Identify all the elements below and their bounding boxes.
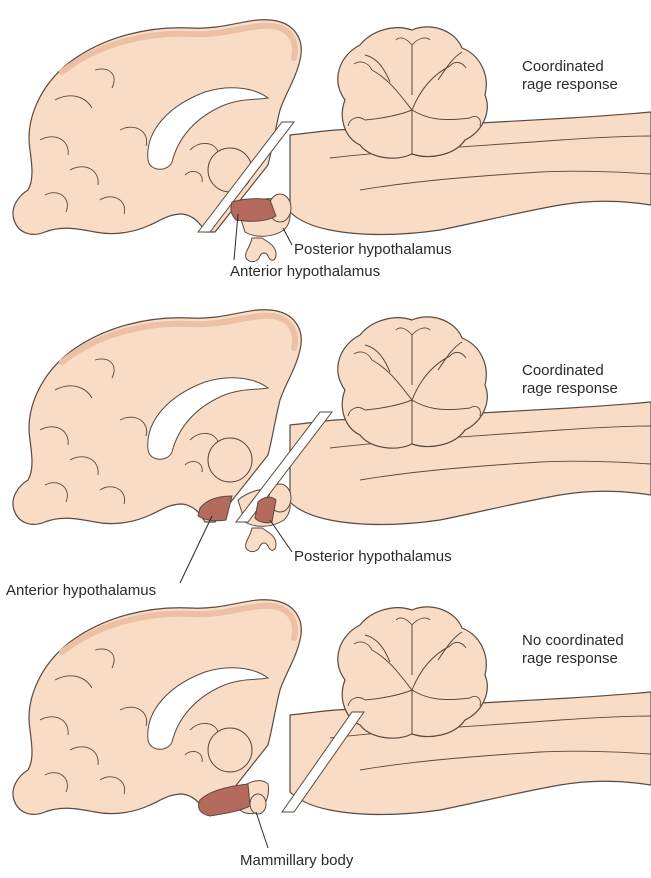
posterior-hypothalamus-label-1: Posterior hypothalamus xyxy=(294,241,452,258)
leader-anterior-1 xyxy=(234,214,238,260)
leader-anterior-2 xyxy=(180,516,212,583)
leader-posterior-1 xyxy=(283,228,292,245)
outcome-line-3a: No coordinated xyxy=(522,632,624,650)
anterior-hypothalamus-label-2: Anterior hypothalamus xyxy=(6,582,156,599)
outcome-line-1b: rage response xyxy=(522,76,618,94)
outcome-line-3b: rage response xyxy=(522,650,624,668)
mammillary-body-3 xyxy=(250,794,266,814)
anterior-hypothalamus-label-1: Anterior hypothalamus xyxy=(230,263,380,280)
outcome-line-2a: Coordinated xyxy=(522,362,618,380)
outcome-line-2b: rage response xyxy=(522,380,618,398)
leader-mammillary-3 xyxy=(256,812,268,848)
outcome-label-1: Coordinated rage response xyxy=(522,58,618,94)
outcome-label-2: Coordinated rage response xyxy=(522,362,618,398)
mammillary-body-label-3: Mammillary body xyxy=(240,852,354,869)
hindbrain-2 xyxy=(290,317,651,525)
panel-2: Posterior hypothalamus Anterior hypothal… xyxy=(6,310,651,599)
outcome-line-1a: Coordinated xyxy=(522,58,618,76)
outcome-label-3: No coordinated rage response xyxy=(522,632,624,668)
posterior-hypothalamus-label-2: Posterior hypothalamus xyxy=(294,548,452,565)
